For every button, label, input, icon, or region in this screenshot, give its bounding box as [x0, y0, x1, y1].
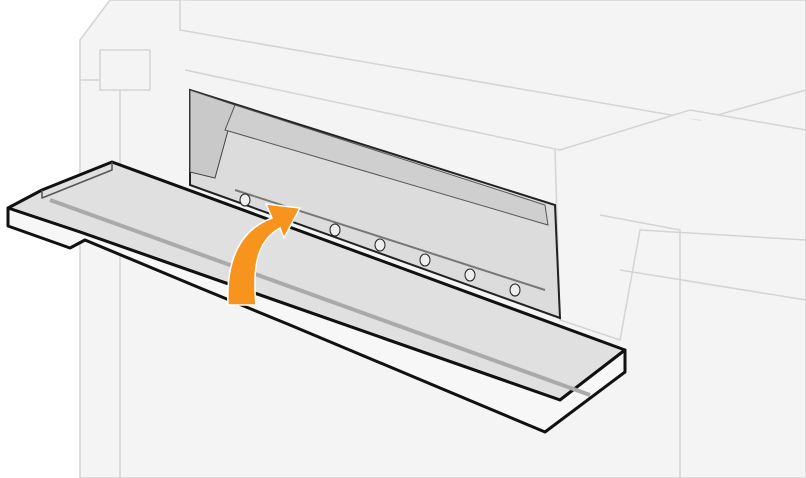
- front-cover: [6, 160, 627, 434]
- roller: [464, 268, 476, 282]
- roller: [329, 223, 341, 237]
- close-direction-arrow-icon: [227, 203, 302, 306]
- roller: [239, 193, 251, 207]
- cover-opening: [189, 88, 562, 320]
- roller: [509, 283, 521, 297]
- roller: [419, 253, 431, 267]
- roller: [374, 238, 386, 252]
